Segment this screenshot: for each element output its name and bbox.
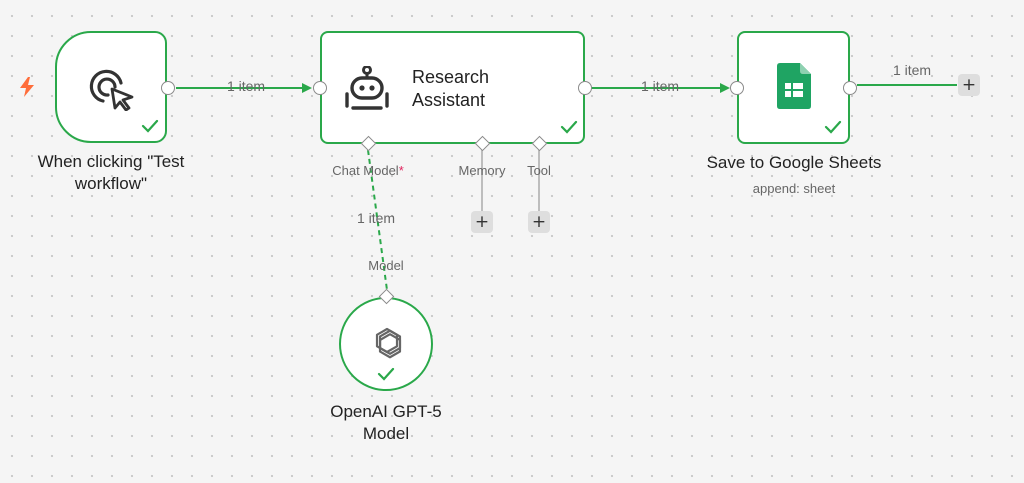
sheets-node-title: Save to Google Sheets xyxy=(706,153,882,172)
agent-output-handle[interactable] xyxy=(578,81,592,95)
required-marker: * xyxy=(398,163,404,178)
edge-label-agent-sheets: 1 item xyxy=(640,78,680,94)
agent-input-handle[interactable] xyxy=(313,81,327,95)
memory-port-label: Memory xyxy=(458,163,506,178)
model-node-title: OpenAI GPT-5 Model xyxy=(330,402,442,443)
sheets-node-subtitle: append: sheet xyxy=(752,181,836,196)
edge-model-agent[interactable] xyxy=(367,149,388,291)
tool-port-label: Tool xyxy=(527,163,551,178)
check-icon xyxy=(560,120,578,134)
edge-label-trigger-agent: 1 item xyxy=(226,78,266,94)
trigger-node-title: When clicking "Test workflow" xyxy=(37,152,185,193)
google-sheets-node[interactable] xyxy=(737,31,850,144)
chat-model-label-text: Chat Model xyxy=(332,163,399,178)
add-next-node-button[interactable]: + xyxy=(958,74,980,96)
edge-label-sheets-out: 1 item xyxy=(892,62,932,78)
agent-node[interactable]: Research Assistant xyxy=(320,31,585,144)
openai-icon xyxy=(375,327,402,359)
add-tool-button[interactable]: + xyxy=(528,211,550,233)
chat-model-port-label: Chat Model* xyxy=(318,163,418,178)
robot-icon xyxy=(345,66,389,110)
edge-label-model-agent: 1 item xyxy=(356,210,396,226)
check-icon xyxy=(141,119,159,133)
cursor-click-icon xyxy=(89,69,134,111)
check-icon xyxy=(824,120,842,134)
trigger-node[interactable] xyxy=(55,31,167,143)
add-memory-button[interactable]: + xyxy=(471,211,493,233)
model-port-label: Model xyxy=(368,258,404,273)
sheets-input-handle[interactable] xyxy=(730,81,744,95)
check-icon xyxy=(377,367,395,381)
agent-node-title: Research Assistant xyxy=(412,67,490,110)
google-sheets-icon xyxy=(777,63,811,109)
sheets-output-handle[interactable] xyxy=(843,81,857,95)
openai-model-node[interactable] xyxy=(339,297,433,391)
lightning-icon xyxy=(20,77,34,97)
trigger-output-handle[interactable] xyxy=(161,81,175,95)
